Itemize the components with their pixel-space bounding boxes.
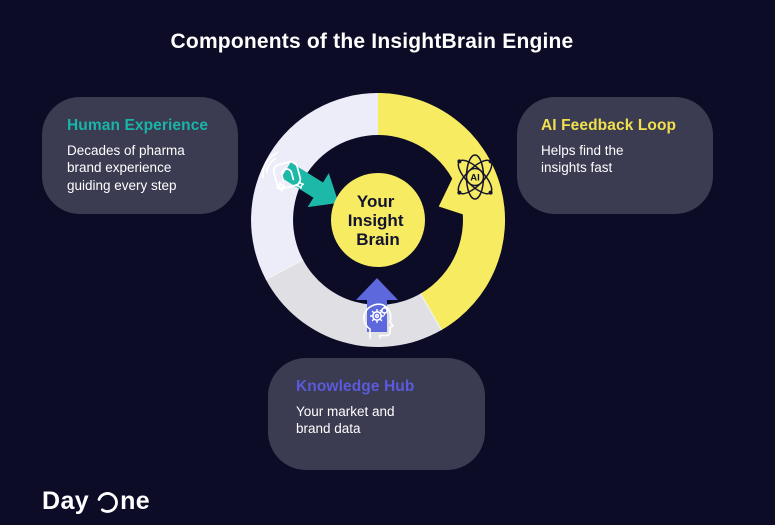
human-experience-icon bbox=[261, 152, 305, 192]
card-human-experience-body: Decades of pharma brand experience guidi… bbox=[67, 143, 185, 193]
ring-divider-left bbox=[265, 259, 304, 281]
insightbrain-diagram: AI bbox=[251, 92, 506, 347]
card-knowledge-hub-body: Your market and brand data bbox=[296, 404, 395, 437]
gear-teeth-large bbox=[369, 308, 385, 324]
gear-teeth-small bbox=[379, 305, 390, 316]
day-one-logo: Day ne bbox=[42, 487, 150, 516]
insight-ring bbox=[251, 92, 506, 347]
card-knowledge-hub-heading: Knowledge Hub bbox=[296, 378, 415, 395]
brain-gears-icon bbox=[363, 303, 394, 339]
center-label: Your Insight Brain bbox=[348, 192, 408, 249]
human-experience-arrow bbox=[281, 162, 339, 208]
card-ai-feedback-loop-heading: AI Feedback Loop bbox=[541, 117, 677, 134]
logo-text-day: Day bbox=[42, 487, 90, 515]
ring-segment-knowledge bbox=[265, 259, 442, 347]
card-human-experience: Human Experience Decades of pharma brand… bbox=[42, 97, 238, 214]
ai-atom-icon: AI bbox=[457, 154, 493, 200]
card-human-experience-heading: Human Experience bbox=[67, 117, 209, 134]
card-knowledge-hub: Knowledge Hub Your market and brand data bbox=[268, 358, 485, 470]
logo-text-ne: ne bbox=[120, 487, 151, 515]
ring-divider-right bbox=[419, 293, 443, 331]
ring-segment-human bbox=[251, 93, 378, 280]
page-title: Components of the InsightBrain Engine bbox=[170, 30, 574, 53]
center-circle bbox=[331, 173, 425, 267]
day-one-o-mark bbox=[97, 491, 118, 513]
card-ai-feedback-loop: AI Feedback Loop Helps find the insights… bbox=[517, 97, 713, 214]
ring-segment-ai bbox=[378, 92, 506, 330]
card-ai-feedback-loop-body: Helps find the insights fast bbox=[541, 143, 624, 176]
ai-badge-label: AI bbox=[470, 173, 480, 184]
